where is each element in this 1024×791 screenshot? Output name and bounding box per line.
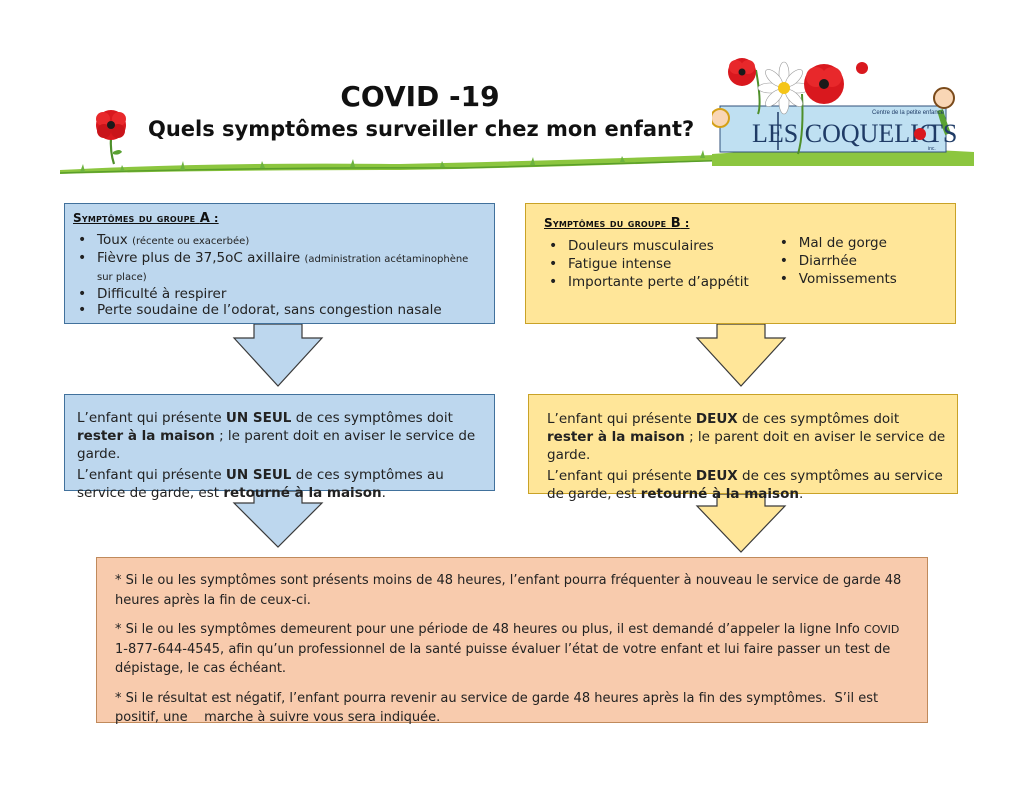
list-item: Fatigue intense bbox=[544, 255, 749, 273]
down-arrow-icon bbox=[695, 324, 787, 387]
group-a-heading-suffix: : bbox=[210, 212, 219, 225]
text-span: L’enfant qui présente bbox=[547, 468, 696, 484]
text-span: ; le parent doit en aviser le service de… bbox=[77, 428, 476, 462]
group-b-heading-suffix: : bbox=[680, 217, 690, 230]
group-a-heading-letter: A bbox=[199, 211, 210, 226]
list-item: Douleurs musculaires bbox=[544, 237, 749, 255]
emphasis-text: retourné à la maison bbox=[223, 485, 382, 501]
emphasis-text: retourné à la maison bbox=[640, 486, 799, 502]
symptom-note: (administration acétaminophène sur place… bbox=[97, 254, 469, 283]
page-title: COVID -19 bbox=[340, 80, 500, 113]
group-a-heading: Symptômes du groupe A : bbox=[73, 211, 486, 226]
symptom-note: (récente ou exacerbée) bbox=[132, 236, 250, 247]
list-item: Vomissements bbox=[775, 270, 897, 288]
text-span: 1-877-644-4545, afin qu’un professionnel… bbox=[115, 641, 891, 677]
group-a-heading-label: Symptômes du groupe bbox=[73, 211, 200, 225]
notes-box: * Si le ou les symptômes sont présents m… bbox=[96, 557, 928, 725]
emphasis-text: rester à la maison bbox=[77, 428, 215, 444]
poppy-flower-icon bbox=[96, 110, 126, 165]
list-item: Diarrhée bbox=[775, 252, 897, 270]
down-arrow-icon bbox=[232, 324, 324, 387]
list-item: Toux (récente ou exacerbée) bbox=[73, 232, 486, 250]
les-coquelicots-logo: LES COQUELIC TS Centre de la petite enfa… bbox=[712, 58, 974, 166]
group-b-symptom-list-1: Douleurs musculaires Fatigue intense Imp… bbox=[544, 237, 749, 291]
note-paragraph-3: * Si le résultat est négatif, l’enfant p… bbox=[115, 690, 883, 726]
group-b-result-box: L’enfant qui présente DEUX de ces symptô… bbox=[528, 394, 958, 502]
symptom-label: Toux bbox=[97, 232, 133, 248]
emphasis-text: DEUX bbox=[695, 411, 738, 427]
emphasis-text: DEUX bbox=[695, 468, 738, 484]
list-item: Importante perte d’appétit bbox=[544, 273, 749, 291]
text-span: . bbox=[798, 486, 804, 502]
text-span: L’enfant qui présente bbox=[547, 411, 696, 427]
down-arrow-icon bbox=[232, 491, 324, 548]
group-a-result-box: L’enfant qui présente UN SEUL de ces sym… bbox=[64, 394, 495, 501]
text-span: de ces symptômes doit bbox=[291, 410, 453, 426]
group-b-symptom-list-2: Mal de gorge Diarrhée Vomissements bbox=[775, 234, 897, 291]
symptom-label: Perte soudaine de l’odorat, sans congest… bbox=[97, 302, 442, 318]
group-b-heading-letter: B bbox=[670, 216, 681, 231]
text-span: L’enfant qui présente bbox=[77, 410, 226, 426]
down-arrow-icon bbox=[695, 494, 787, 553]
emphasis-text: rester à la maison bbox=[547, 429, 685, 445]
list-item: Mal de gorge bbox=[775, 234, 897, 252]
emphasis-text: UN SEUL bbox=[225, 467, 292, 483]
text-span: ; le parent doit en aviser le service de… bbox=[547, 429, 946, 463]
note-paragraph-2: * Si le ou les symptômes demeurent pour … bbox=[115, 620, 909, 679]
text-span: . bbox=[381, 485, 386, 501]
note-paragraph-1: * Si le ou les symptômes sont présents m… bbox=[115, 573, 902, 608]
svg-text:inc.: inc. bbox=[928, 146, 936, 152]
group-a-box: Symptômes du groupe A : Toux (récente ou… bbox=[64, 203, 495, 324]
text-span: L’enfant qui présente bbox=[77, 467, 226, 483]
group-a-result-paragraph-1: L’enfant qui présente UN SEUL de ces sym… bbox=[77, 409, 482, 463]
text-span: de ces symptômes au service de garde, es… bbox=[547, 468, 943, 502]
text-span: * Si le ou les symptômes demeurent pour … bbox=[115, 622, 865, 637]
svg-text:TS: TS bbox=[927, 119, 957, 148]
emphasis-text: UN SEUL bbox=[225, 410, 292, 426]
list-item: Perte soudaine de l’odorat, sans congest… bbox=[73, 302, 486, 318]
symptom-label: Fièvre plus de 37,5oC axillaire bbox=[97, 250, 305, 266]
group-b-box: Symptômes du groupe B : Douleurs muscula… bbox=[525, 203, 956, 324]
svg-text:Centre de la petite enfance: Centre de la petite enfance bbox=[872, 110, 945, 116]
group-b-heading: Symptômes du groupe B : bbox=[544, 216, 937, 231]
text-span: de ces symptômes au service de garde, es… bbox=[77, 467, 444, 501]
list-item: Fièvre plus de 37,5oC axillaire (adminis… bbox=[73, 250, 486, 286]
group-b-result-paragraph-1: L’enfant qui présente DEUX de ces symptô… bbox=[547, 410, 949, 464]
group-b-symptom-columns: Douleurs musculaires Fatigue intense Imp… bbox=[544, 234, 937, 291]
text-span: COVID bbox=[864, 623, 900, 636]
text-span: de ces symptômes doit bbox=[737, 411, 900, 427]
logo-text: LES COQUELIC bbox=[752, 119, 936, 148]
list-item: Difficulté à respirer bbox=[73, 286, 486, 302]
group-a-result-paragraph-2: L’enfant qui présente UN SEUL de ces sym… bbox=[77, 466, 482, 502]
group-b-heading-label: Symptômes du groupe bbox=[544, 216, 671, 230]
symptom-label: Difficulté à respirer bbox=[97, 286, 227, 302]
page-subtitle: Quels symptômes surveiller chez mon enfa… bbox=[148, 117, 695, 141]
group-b-result-paragraph-2: L’enfant qui présente DEUX de ces symptô… bbox=[547, 467, 949, 503]
group-a-symptom-list: Toux (récente ou exacerbée) Fièvre plus … bbox=[73, 232, 486, 318]
grass-divider bbox=[60, 150, 740, 174]
